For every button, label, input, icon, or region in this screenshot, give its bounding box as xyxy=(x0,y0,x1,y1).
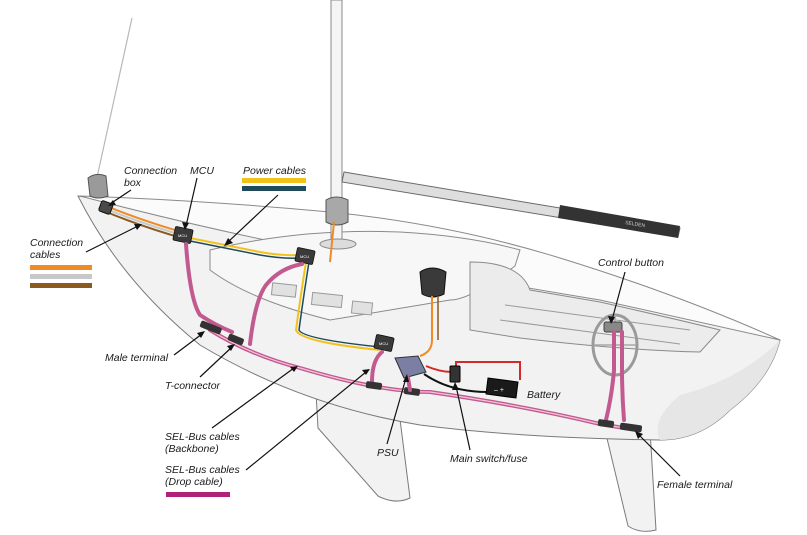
arrowhead xyxy=(608,316,615,324)
legend-swatch-drop-cable xyxy=(166,492,230,497)
svg-text:– +: – + xyxy=(494,387,504,394)
drop-cable xyxy=(184,242,234,334)
male-terminal xyxy=(199,320,222,335)
t-connector xyxy=(227,333,244,346)
mcu-unit: MCU xyxy=(373,334,395,352)
arrowhead xyxy=(452,382,459,390)
label-female-terminal: Female terminal xyxy=(657,479,733,491)
arrowhead xyxy=(182,222,189,230)
power-cable-orange-winch xyxy=(419,296,433,357)
leader-main-switch xyxy=(455,385,471,451)
label-sel-bus-drop: (Drop cable) xyxy=(165,476,223,488)
label-connection-box: box xyxy=(124,177,142,189)
power-cable-dark xyxy=(189,240,301,259)
label-connection-cables: cables xyxy=(30,249,61,261)
backbone-cable-core xyxy=(209,329,637,431)
leader-male-terminal xyxy=(173,333,203,356)
arrowhead xyxy=(227,344,235,351)
label-male-terminal: Male terminal xyxy=(105,352,169,364)
battery-cable-red xyxy=(425,361,521,380)
t-connector xyxy=(597,419,615,428)
label-control-button: Control button xyxy=(598,257,664,269)
leader-female-terminal xyxy=(637,433,681,477)
arrowhead xyxy=(290,366,298,372)
psu xyxy=(394,355,427,379)
cabin-window xyxy=(270,282,298,298)
arrowhead xyxy=(362,369,370,375)
arrowhead xyxy=(635,431,643,439)
battery: – + xyxy=(485,377,519,399)
power-cable-yellow xyxy=(294,261,381,351)
drop-cable xyxy=(248,262,304,346)
drop-cable xyxy=(604,330,616,422)
label-connection-cables: Connection xyxy=(30,237,83,249)
forestay xyxy=(95,17,133,183)
female-terminal xyxy=(619,422,643,433)
arrowhead xyxy=(108,200,116,206)
label-battery: Battery xyxy=(527,389,561,401)
leader-t-connector xyxy=(199,346,233,378)
cockpit-seat xyxy=(504,304,691,331)
t-connector xyxy=(365,381,383,390)
leader-psu xyxy=(386,377,407,445)
leader-connection-cables xyxy=(85,225,139,253)
t-connector xyxy=(403,387,421,396)
arrowhead xyxy=(403,374,409,382)
label-connection-box: Connection xyxy=(124,165,177,177)
legend-swatch-power-yellow xyxy=(242,178,306,183)
label-sel-bus-backbone: SEL-Bus cables xyxy=(165,431,240,443)
leader-sel-bus-drop xyxy=(245,371,367,471)
label-mcu: MCU xyxy=(190,165,214,177)
cockpit xyxy=(469,261,721,353)
arrowhead xyxy=(224,238,233,246)
cabin-top xyxy=(209,230,521,321)
rudder xyxy=(604,429,657,532)
mast-base xyxy=(319,238,357,250)
cabin-window xyxy=(310,291,344,309)
leader-power-cables xyxy=(227,194,279,243)
label-psu: PSU xyxy=(377,447,399,459)
mcu-unit-label: MCU xyxy=(379,341,388,346)
cabin-winch xyxy=(419,267,447,298)
drop-cable xyxy=(620,330,626,422)
leader-control-button xyxy=(611,271,626,321)
label-sel-bus-backbone: (Backbone) xyxy=(165,443,219,455)
legend-swatch-conn-orange xyxy=(30,265,92,270)
label-power-cables: Power cables xyxy=(243,165,307,177)
mast-winch xyxy=(325,196,349,226)
furler-drum xyxy=(87,173,109,199)
power-cable-orange-mast xyxy=(329,221,335,263)
label-main-switch: Main switch/fuse xyxy=(450,453,528,465)
mcu-unit-label: MCU xyxy=(178,233,187,238)
connection-box xyxy=(98,200,114,215)
legend-swatch-conn-grey xyxy=(30,274,92,279)
main-switch xyxy=(449,365,461,383)
cabin-window xyxy=(350,300,374,316)
arrowhead xyxy=(134,224,142,230)
legend-swatch-power-dark xyxy=(242,186,306,191)
legend-swatch-conn-brown xyxy=(30,283,92,288)
leader-sel-bus-backbone xyxy=(211,367,295,429)
hull-shade xyxy=(657,340,780,440)
boom-brand: SELDEN xyxy=(625,220,646,229)
label-sel-bus-drop: SEL-Bus cables xyxy=(165,464,240,476)
power-cable-dark xyxy=(298,261,381,348)
cockpit-seat xyxy=(499,319,681,345)
drop-cable xyxy=(370,350,384,384)
arrowhead xyxy=(197,331,205,338)
boom-end xyxy=(558,205,680,238)
label-t-connector: T-connector xyxy=(165,380,221,392)
leader-mcu xyxy=(185,177,198,227)
power-cable-yellow xyxy=(189,237,301,257)
mcu-unit-label: MCU xyxy=(300,254,309,259)
